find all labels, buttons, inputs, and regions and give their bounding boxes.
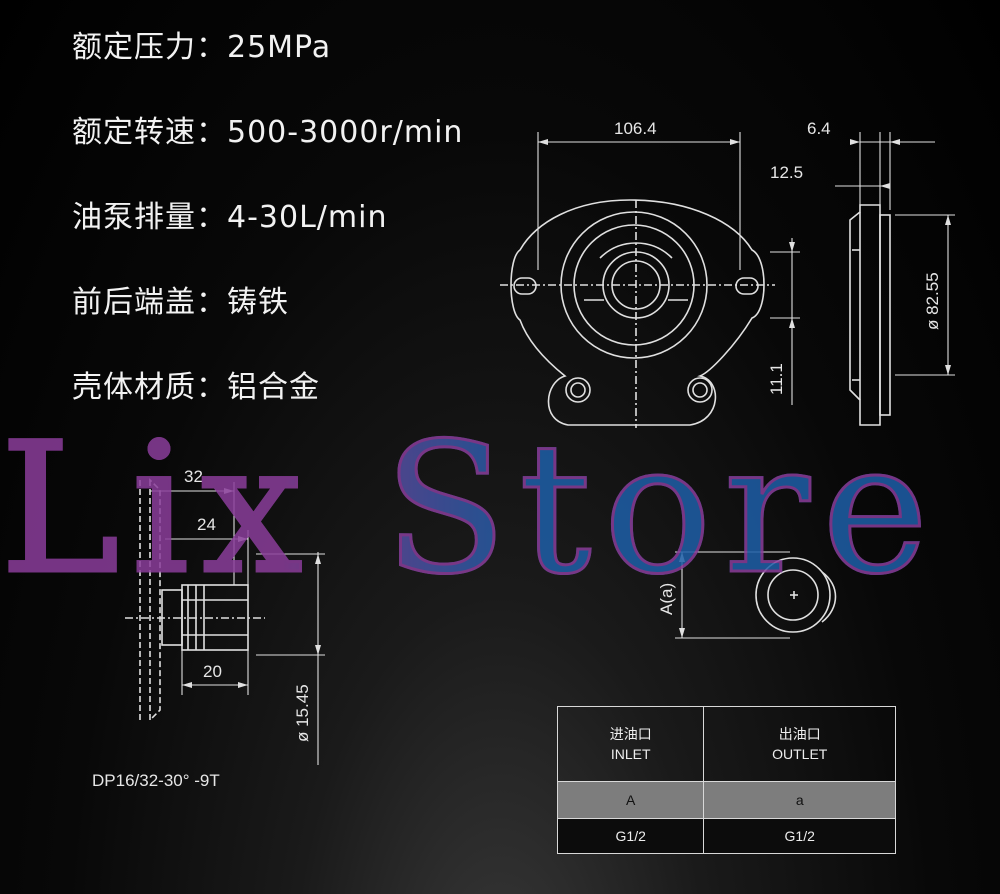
spec-label: 壳体材质：: [72, 370, 227, 405]
spec-label: 额定转速：: [72, 115, 227, 150]
spec-label: 额定压力：: [72, 30, 227, 65]
outlet-header: 出油口 OUTLET: [703, 706, 896, 782]
inlet-cn: 进油口: [609, 726, 652, 742]
spec-value: 4-30L/min: [227, 200, 388, 235]
spec-value: 铸铁: [227, 285, 289, 320]
dim-offset: 11.1: [767, 363, 786, 395]
port-view: [755, 557, 837, 633]
dim-depth: 12.5: [770, 163, 803, 182]
outlet-cn: 出油口: [778, 726, 821, 742]
dim-shaft-length-step: 24: [197, 515, 216, 534]
outlet-port: a: [703, 781, 896, 819]
inlet-thread: G1/2: [556, 818, 705, 854]
dim-spline-length: 20: [203, 662, 222, 681]
dim-flange-thickness: 6.4: [807, 119, 831, 138]
spec-label: 油泵排量：: [72, 200, 227, 235]
spec-value: 500-3000r/min: [227, 115, 464, 150]
inlet-port: A: [556, 781, 705, 819]
spec-rated-speed: 额定转速：500-3000r/min: [72, 107, 463, 151]
port-label: A(a): [657, 583, 676, 615]
spec-label: 前后端盖：: [72, 285, 227, 320]
dim-spline-diameter: ø 15.45: [293, 684, 312, 742]
outlet-en: OUTLET: [772, 746, 828, 762]
outlet-thread: G1/2: [703, 818, 896, 854]
inlet-en: INLET: [610, 746, 651, 762]
spec-end-cover: 前后端盖：铸铁: [72, 277, 289, 321]
spec-value: 25MPa: [227, 30, 332, 65]
shaft-view: [125, 478, 265, 722]
side-view: [849, 204, 891, 426]
spec-housing-material: 壳体材质：铝合金: [72, 362, 320, 406]
spec-displacement: 油泵排量：4-30L/min: [72, 192, 387, 236]
spec-value: 铝合金: [227, 370, 320, 405]
port-table: 进油口 INLET 出油口 OUTLET A a G1/2 G1/2: [556, 706, 896, 854]
front-view-flange: [500, 199, 775, 428]
spec-rated-pressure: 额定压力：25MPa: [72, 22, 331, 66]
shaft-spec: DP16/32-30° -9T: [92, 771, 220, 790]
dim-pilot-diameter: ø 82.55: [923, 272, 942, 330]
inlet-header: 进油口 INLET: [556, 706, 705, 782]
dim-shaft-length-total: 32: [184, 467, 203, 486]
dim-width: 106.4: [614, 119, 657, 138]
